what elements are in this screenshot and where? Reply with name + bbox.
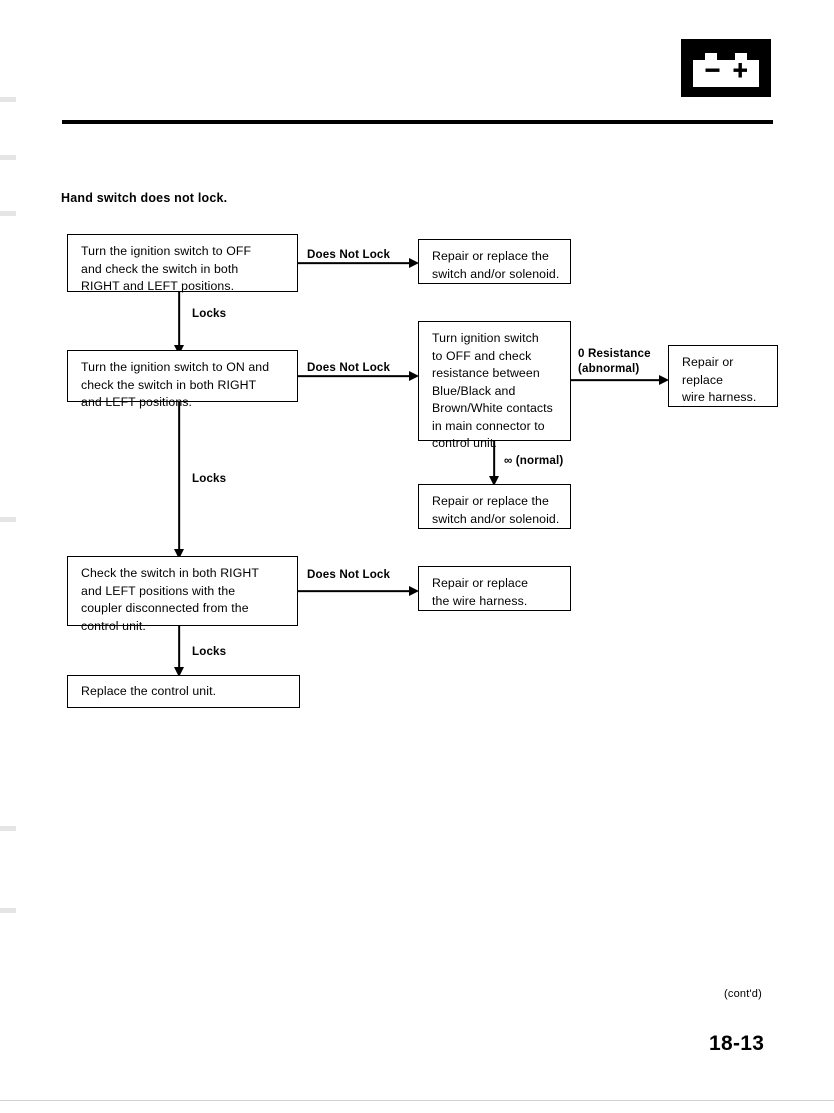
arrow-shaft	[493, 441, 495, 477]
flow-box-line: RIGHT and LEFT positions.	[81, 279, 235, 293]
scan-margin-mark	[0, 155, 16, 160]
arrow-shaft	[298, 375, 410, 377]
flow-box-step2-fail: Turn ignition switch to OFF and check re…	[418, 321, 571, 450]
flow-box-line: resistance between	[432, 366, 540, 380]
flow-box-step3-fail: Repair or replace the wire harness.	[418, 566, 571, 611]
flow-box-line: Check the switch in both RIGHT	[81, 566, 259, 580]
label-locks-1: Locks	[192, 307, 227, 320]
scan-margin-mark	[0, 826, 16, 831]
flow-box-line: Turn the ignition switch to OFF	[81, 244, 252, 258]
battery-icon	[681, 39, 771, 97]
label-does-not-lock-3: Does Not Lock	[307, 568, 391, 581]
arrow-shaft	[571, 379, 660, 381]
arrow-shaft	[178, 402, 180, 550]
arrow-head	[409, 586, 419, 596]
flow-box-line: Blue/Black and	[432, 383, 516, 398]
scan-margin-mark	[0, 97, 16, 102]
arrow-head	[409, 258, 419, 268]
arrow-head	[174, 667, 184, 677]
flow-box-line: control unit.	[432, 436, 497, 450]
scan-edge-artifact	[0, 1100, 834, 1101]
arrow-step1-to-fail	[298, 257, 419, 269]
arrow-step2-to-fail	[298, 370, 419, 382]
arrow-shaft	[298, 262, 410, 264]
scan-margin-mark	[0, 517, 16, 522]
flow-box-line: and LEFT positions with the	[81, 583, 236, 598]
flow-box-line: switch and/or solenoid.	[432, 266, 560, 281]
flow-box-line: in main connector to	[432, 418, 545, 433]
flow-box-step1: Turn the ignition switch to OFF and chec…	[67, 234, 298, 293]
arrow-step1-to-step2	[173, 292, 185, 355]
flow-box-line: and LEFT positions.	[81, 395, 193, 409]
flow-box-final: Replace the control unit.	[67, 675, 300, 708]
scan-margin-mark	[0, 211, 16, 216]
flow-box-line: Repair or replace the	[432, 249, 549, 263]
arrow-head	[174, 549, 184, 559]
flow-box-line: Repair or replace the	[432, 494, 549, 508]
flow-box-step2: Turn the ignition switch to ON and check…	[67, 350, 298, 409]
arrow-resistance-normal	[488, 441, 500, 486]
flow-box-step1-fail: Repair or replace the switch and/or sole…	[418, 239, 571, 284]
label-does-not-lock-2: Does Not Lock	[307, 361, 391, 374]
flow-box-line: coupler disconnected from the	[81, 601, 249, 615]
arrow-head	[409, 371, 419, 381]
flow-box-line: control unit.	[81, 618, 146, 633]
page-number: 18-13	[709, 1032, 765, 1055]
header-divider-rule	[62, 120, 773, 124]
label-locks-3: Locks	[192, 645, 227, 658]
arrow-step3-to-fail	[298, 585, 419, 597]
arrow-step2-to-step3	[173, 402, 185, 559]
arrow-resistance-abnormal	[571, 374, 669, 386]
flow-box-step3: Check the switch in both RIGHT and LEFT …	[67, 556, 298, 633]
label-zero-resistance: 0 Resistance (abnormal)	[578, 346, 651, 376]
label-infinity-normal: ∞ (normal)	[504, 454, 564, 467]
label-zero-resistance-line2: (abnormal)	[578, 362, 640, 375]
flow-box-line: Repair or replace	[432, 576, 529, 590]
flow-box-line: replace	[682, 372, 724, 387]
label-does-not-lock-1: Does Not Lock	[307, 248, 391, 261]
flow-box-line: Replace the control unit.	[81, 684, 217, 698]
arrow-step3-to-final	[173, 626, 185, 677]
flow-box-line: Repair or	[682, 355, 734, 369]
arrow-shaft	[178, 292, 180, 346]
flow-box-resistance-normal: Repair or replace the switch and/or sole…	[418, 484, 571, 529]
continued-label: (cont'd)	[724, 988, 762, 1000]
flow-box-resistance-abnormal: Repair or replace wire harness.	[668, 345, 778, 407]
flow-box-line: and check the switch in both	[81, 261, 239, 276]
flow-box-line: Brown/White contacts	[432, 401, 553, 415]
flow-box-line: check the switch in both RIGHT	[81, 377, 257, 392]
arrow-shaft	[298, 590, 410, 592]
scan-margin-mark	[0, 908, 16, 913]
label-zero-resistance-line1: 0 Resistance	[578, 347, 651, 360]
section-title: Hand switch does not lock.	[61, 191, 228, 205]
arrow-head	[489, 476, 499, 486]
arrow-head	[659, 375, 669, 385]
flow-box-line: Turn ignition switch	[432, 331, 539, 345]
arrow-shaft	[178, 626, 180, 668]
flow-box-line: wire harness.	[682, 390, 757, 404]
flow-box-line: switch and/or solenoid.	[432, 511, 560, 526]
flow-box-line: Turn the ignition switch to ON and	[81, 360, 270, 374]
label-locks-2: Locks	[192, 472, 227, 485]
flow-box-line: the wire harness.	[432, 593, 528, 608]
flow-box-line: to OFF and check	[432, 348, 532, 363]
